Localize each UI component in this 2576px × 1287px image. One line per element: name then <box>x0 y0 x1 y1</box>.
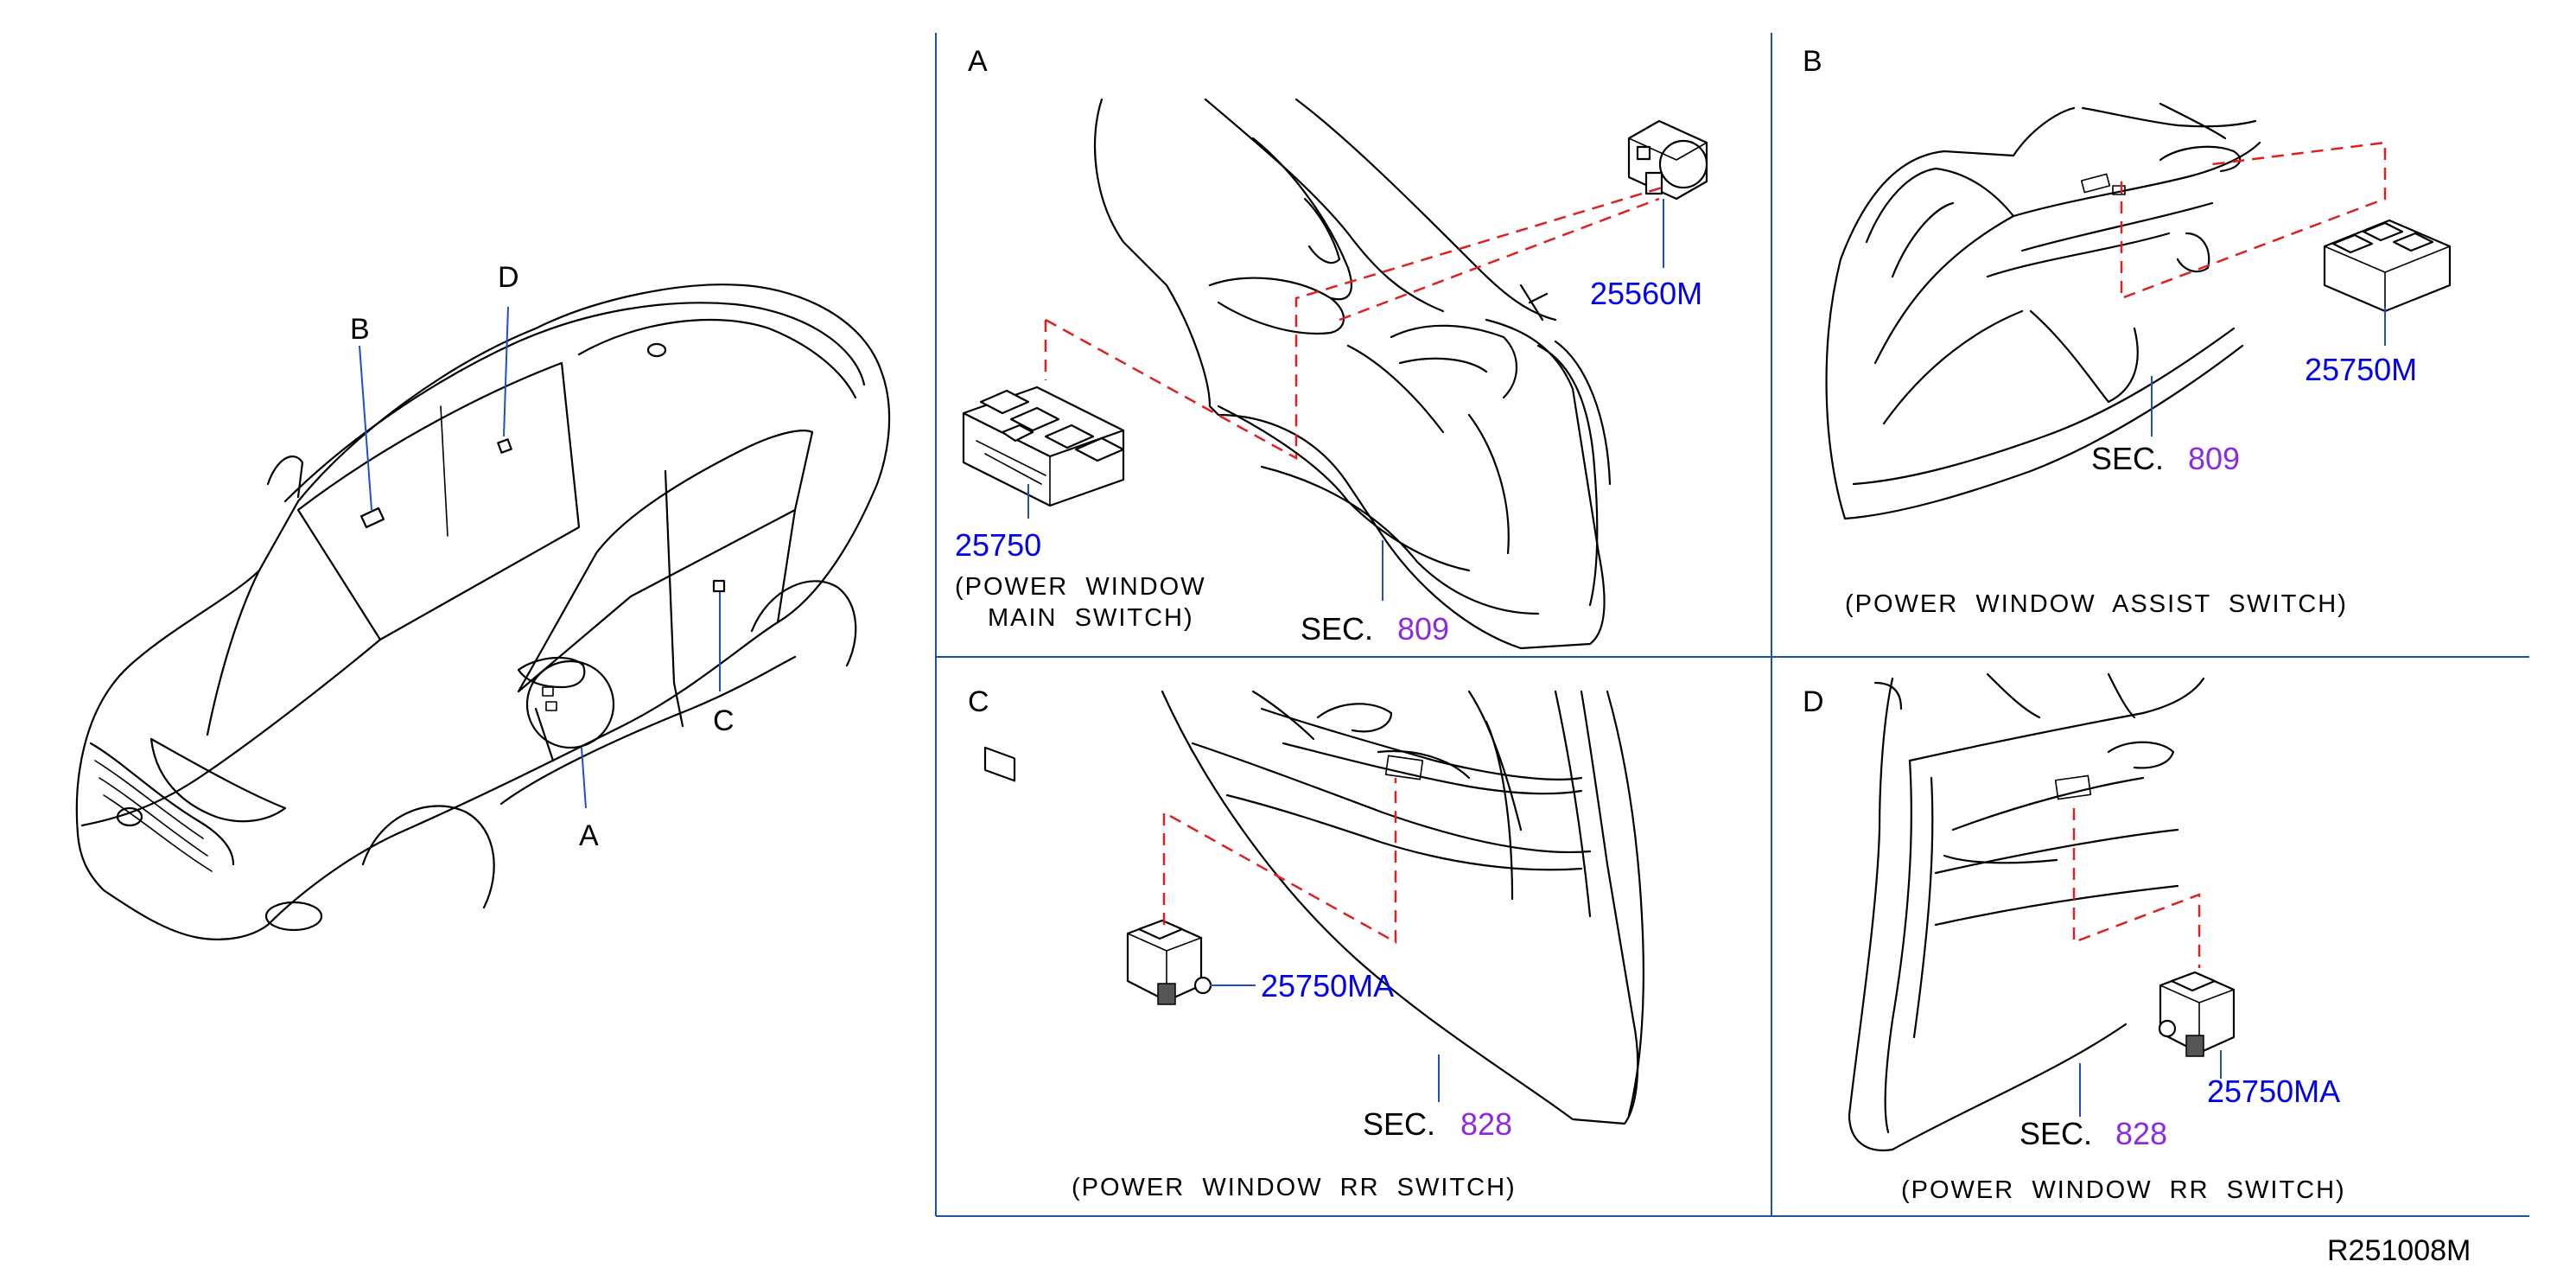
panel-b: B <box>1803 45 2452 520</box>
panel-c-caption: (POWER WINDOW RR SWITCH) <box>1072 1174 1517 1201</box>
part-number-25750: 25750 <box>955 527 1041 563</box>
panel-b-caption: (POWER WINDOW ASSIST SWITCH) <box>1845 590 2348 618</box>
switch-25750ma-illustration-d <box>2158 971 2236 1057</box>
panel-a-sec-number: 809 <box>1397 611 1449 647</box>
part-number-25750ma-c: 25750MA <box>1261 968 1394 1003</box>
callout-a-label: A <box>579 819 599 852</box>
panel-a-sec-label: SEC. <box>1301 611 1373 647</box>
panel-c-letter: C <box>968 685 989 718</box>
panel-d-sec-number: 828 <box>2115 1116 2167 1151</box>
part-number-25560m: 25560M <box>1590 276 1702 311</box>
car-overview-illustration <box>75 284 891 940</box>
panel-c: C <box>968 685 1644 1125</box>
callout-c-label: C <box>713 704 735 737</box>
panel-b-letter: B <box>1803 45 1822 78</box>
switch-25750-illustration <box>962 385 1125 782</box>
switch-25750m-illustration <box>2323 219 2452 313</box>
panel-b-sec-label: SEC. <box>2091 441 2164 476</box>
panel-c-sec-number: 828 <box>1460 1106 1512 1142</box>
part-number-25750m: 25750M <box>2305 352 2417 387</box>
switch-25560m-illustration <box>1627 119 1708 201</box>
callout-d-label: D <box>498 261 519 294</box>
panel-b-sec-number: 809 <box>2188 441 2240 476</box>
panel-a-caption-line1: (POWER WINDOW <box>955 573 1206 601</box>
panel-c-sec-label: SEC. <box>1363 1106 1435 1142</box>
panel-a-caption-line2: MAIN SWITCH) <box>988 604 1194 632</box>
panel-frames <box>935 33 2529 1217</box>
panel-d: D <box>1803 672 2236 1152</box>
part-number-25750ma-d: 25750MA <box>2207 1074 2340 1109</box>
diagram-code: R251008M <box>2327 1234 2471 1267</box>
panel-d-caption: (POWER WINDOW RR SWITCH) <box>1901 1176 2346 1204</box>
panel-d-sec-label: SEC. <box>2019 1116 2092 1151</box>
panel-d-letter: D <box>1803 685 1824 718</box>
panel-a: A <box>962 45 1708 782</box>
callout-b-label: B <box>350 313 370 346</box>
panel-a-letter: A <box>968 45 988 78</box>
switch-25750ma-illustration-c <box>1126 919 1212 1005</box>
